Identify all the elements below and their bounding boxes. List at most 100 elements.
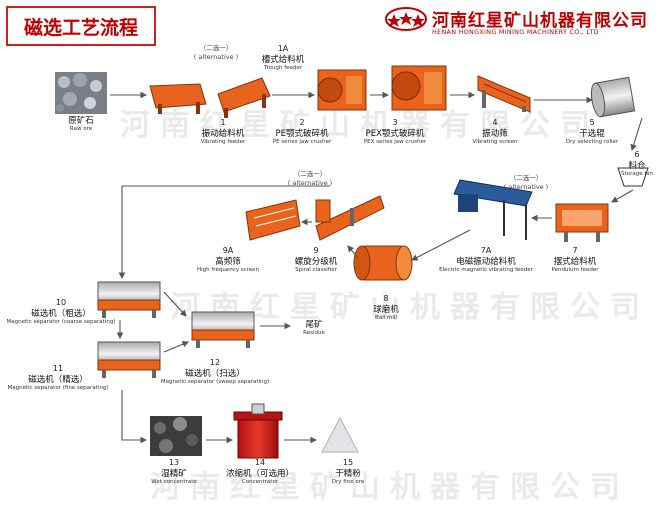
label-en: Concentrator	[241, 479, 279, 485]
trough-feeder-image	[217, 77, 271, 118]
label-ball-mill: 8 球磨机 Ball mill	[358, 294, 414, 321]
alternative-en: ( alternative )	[287, 179, 333, 187]
label-cn: 电磁振动给料机	[456, 257, 516, 267]
label-cn: PEX颚式破碎机	[365, 129, 425, 139]
label-cn: 螺旋分级机	[294, 257, 338, 267]
label-cn: 磁选机（粗选）	[31, 309, 91, 319]
label-high-frequency-screen: 9A 高频筛 High frequency screen	[188, 246, 268, 273]
label-en: PEX series jaw crusher	[363, 139, 427, 145]
label-en: Magnetic separator (fine separating)	[7, 385, 109, 391]
label-wet-concentrate: 13 湿精矿 Wet concentrate	[142, 458, 206, 485]
label-num: 14	[254, 458, 266, 467]
label-cn: 尾矿	[305, 320, 323, 330]
wet-concentrate-image	[150, 416, 202, 456]
company-logo: 河南红星矿山机器有限公司 HENAN HONGXING MINING MACHI…	[384, 6, 666, 40]
dry-fine-ore-image	[321, 416, 359, 453]
label-trough-feeder: 1A 槽式给料机 Trough feeder	[250, 44, 316, 71]
label-en: Storage bin	[621, 171, 653, 177]
label-cn: 湿精矿	[161, 469, 187, 479]
label-vibrating-screen: 4 振动筛 Vibrating screen	[462, 118, 528, 145]
label-cn: 振动筛	[482, 129, 508, 139]
label-cn: 槽式给料机	[261, 55, 305, 65]
label-en: Magnetic separator (coarse separating)	[6, 319, 116, 325]
label-cn: 干选辊	[579, 129, 605, 139]
label-magnetic-separator-sweep: 12 磁选机（扫选） Magnetic separator (sweep sep…	[160, 358, 270, 385]
label-en: PE series jaw crusher	[272, 139, 332, 145]
flow-arrows	[110, 91, 643, 444]
label-num: 8	[383, 294, 389, 303]
label-dry-selecting-roller: 5 干选辊 Dry selecting roller	[556, 118, 628, 145]
label-cn: 料仓	[628, 161, 646, 171]
label-en: Spiral classifier	[295, 267, 337, 273]
label-storage-bin: 6 料仓 Storage bin	[612, 150, 662, 177]
pex-jaw-crusher-image	[391, 65, 447, 111]
company-name-cn: 河南红星矿山机器有限公司	[432, 11, 648, 31]
magnetic-separator-sweep-image	[191, 311, 255, 348]
label-cn: PE颚式破碎机	[275, 129, 329, 139]
label-cn: 原矿石	[68, 116, 94, 126]
page-title: 磁选工艺流程	[6, 6, 156, 46]
label-en: High frequency screen	[196, 267, 259, 273]
label-pe-jaw-crusher: 2 PE颚式破碎机 PE series jaw crusher	[262, 118, 342, 145]
label-magnetic-separator-fine: 11 磁选机（精选） Magnetic separator (fine sepa…	[6, 364, 110, 391]
label-num: 12	[209, 358, 221, 367]
label-electromagnetic-feeder: 7A 电磁振动给料机 Electric magnetic vibrating f…	[430, 246, 542, 273]
pendulum-feeder-image	[555, 203, 609, 242]
label-spiral-classifier: 9 螺旋分级机 Spiral classifier	[282, 246, 350, 273]
label-num: 1A	[277, 44, 289, 53]
label-en: Dry selecting roller	[565, 139, 619, 145]
label-dry-fine-ore: 15 干精粉 Dry fine ore	[318, 458, 378, 485]
magnetic-separator-fine-image	[97, 341, 161, 378]
label-en: Pendulum feeder	[551, 267, 599, 273]
alternative-marker-classifiers: （二选一） ( alternative )	[282, 170, 338, 188]
company-name-en: HENAN HONGXING MINING MACHINERY CO., LTD	[432, 28, 599, 36]
label-num: 9A	[222, 246, 234, 255]
label-num: 15	[342, 458, 354, 467]
label-raw-ore: 原矿石 Raw ore	[56, 114, 106, 132]
pe-jaw-crusher-image	[317, 69, 367, 111]
label-num: 2	[299, 118, 305, 127]
label-concentrator: 14 浓缩机（可选用） Concentrator	[222, 458, 298, 485]
alternative-marker-feeders: （二选一） ( alternative )	[188, 44, 244, 62]
label-en: Vibrating feeder	[200, 139, 246, 145]
label-vibrating-feeder: 1 振动给料机 Vibrating feeder	[190, 118, 256, 145]
label-magnetic-separator-coarse: 10 磁选机（粗选） Magnetic separator (coarse se…	[6, 298, 116, 325]
high-frequency-screen-image	[245, 199, 301, 241]
vibrating-feeder-image	[149, 83, 207, 114]
spiral-classifier-image	[315, 195, 385, 241]
label-num: 9	[313, 246, 319, 255]
label-num: 4	[492, 118, 498, 127]
label-num: 7	[572, 246, 578, 255]
alternative-cn: （二选一）	[199, 44, 233, 52]
concentrator-image	[233, 403, 283, 459]
label-residue: 尾矿 Residue	[294, 318, 334, 336]
label-en: Magnetic separator (sweep separating)	[160, 379, 270, 385]
label-num: 3	[392, 118, 398, 127]
dry-selecting-roller-image	[590, 76, 636, 118]
label-en: Electric magnetic vibrating feeder	[439, 267, 533, 273]
alternative-cn: （二选一）	[293, 170, 327, 178]
raw-ore-image	[55, 72, 107, 114]
label-cn: 浓缩机（可选用）	[225, 469, 294, 479]
label-cn: 磁选机（精选）	[28, 375, 88, 385]
vibrating-screen-image	[477, 75, 531, 113]
label-en: Ball mill	[375, 315, 397, 321]
label-en: Raw ore	[69, 126, 93, 132]
label-num: 11	[52, 364, 64, 373]
magnetic-separator-coarse-image	[97, 281, 161, 318]
label-en: Wet concentrate	[151, 479, 197, 485]
label-num: 10	[55, 298, 67, 307]
label-en: Dry fine ore	[331, 479, 365, 485]
label-en: Trough feeder	[263, 65, 303, 71]
label-num: 1	[220, 118, 226, 127]
watermark-row-3: 河南红星矿山机器有限公司	[150, 470, 630, 505]
label-en: Vibrating screen	[472, 139, 518, 145]
label-cn: 球磨机	[373, 305, 399, 315]
label-pendulum-feeder: 7 摆式给料机 Pendulum feeder	[542, 246, 608, 273]
label-cn: 磁选机（扫选）	[185, 369, 245, 379]
label-cn: 干精粉	[335, 469, 361, 479]
alternative-cn: （二选一）	[509, 174, 543, 182]
ball-mill-image	[353, 245, 413, 281]
alternative-marker-feeders-2: （二选一） ( alternative )	[498, 174, 554, 192]
